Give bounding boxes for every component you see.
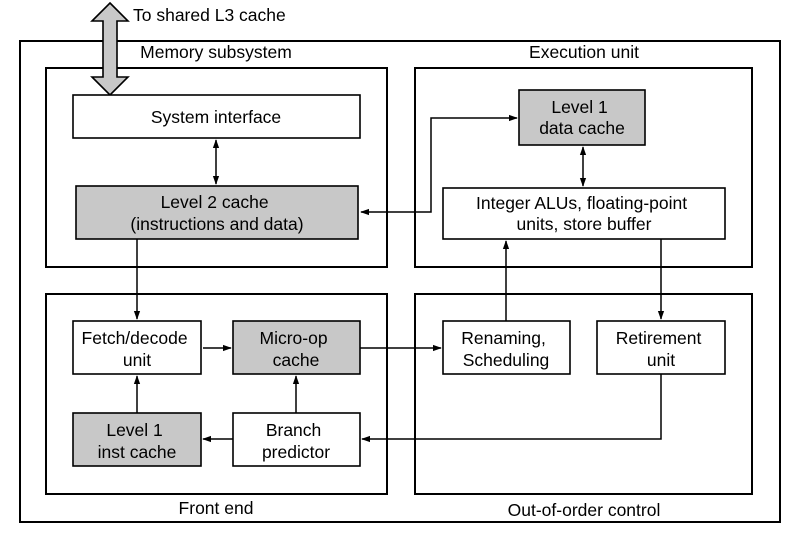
out-of-order-control-title: Out-of-order control: [508, 500, 661, 520]
system-interface-label: System interface: [151, 107, 281, 127]
branch-predictor-block: Branch predictor: [232, 412, 361, 467]
fetch-decode-label: Fetch/decode unit: [82, 328, 193, 370]
branch-predictor-label: Branch predictor: [262, 420, 330, 462]
execution-unit-title: Execution unit: [529, 42, 639, 62]
l3-cache-label: To shared L3 cache: [133, 5, 286, 25]
micro-op-cache-label: Micro-op cache: [260, 328, 333, 370]
level-1-inst-cache-block: Level 1 inst cache: [72, 412, 202, 467]
fetch-decode-block: Fetch/decode unit: [72, 320, 202, 375]
level-1-inst-cache-label: Level 1 inst cache: [98, 420, 177, 462]
level-1-data-cache-label: Level 1 data cache: [539, 97, 625, 138]
level-1-data-cache-block: Level 1 data cache: [518, 89, 646, 146]
level-2-cache-label: Level 2 cache (instructions and data): [130, 192, 303, 234]
front-end-title: Front end: [179, 498, 254, 518]
retirement-unit-block: Retirement unit: [596, 320, 726, 375]
micro-op-cache-block: Micro-op cache: [232, 320, 361, 375]
l2-l1-data-link: [360, 114, 518, 216]
integer-alus-label: Integer ALUs, floating-point units, stor…: [476, 193, 692, 234]
renaming-scheduling-label: Renaming, Scheduling: [461, 328, 551, 370]
renaming-scheduling-block: Renaming, Scheduling: [442, 320, 571, 375]
retirement-to-branch-arrow: [361, 374, 662, 443]
system-interface-block: System interface: [72, 94, 361, 139]
retirement-unit-label: Retirement unit: [616, 328, 706, 370]
memory-subsystem-title: Memory subsystem: [140, 42, 292, 62]
level-2-cache-block: Level 2 cache (instructions and data): [75, 185, 359, 240]
integer-alus-block: Integer ALUs, floating-point units, stor…: [442, 187, 726, 240]
